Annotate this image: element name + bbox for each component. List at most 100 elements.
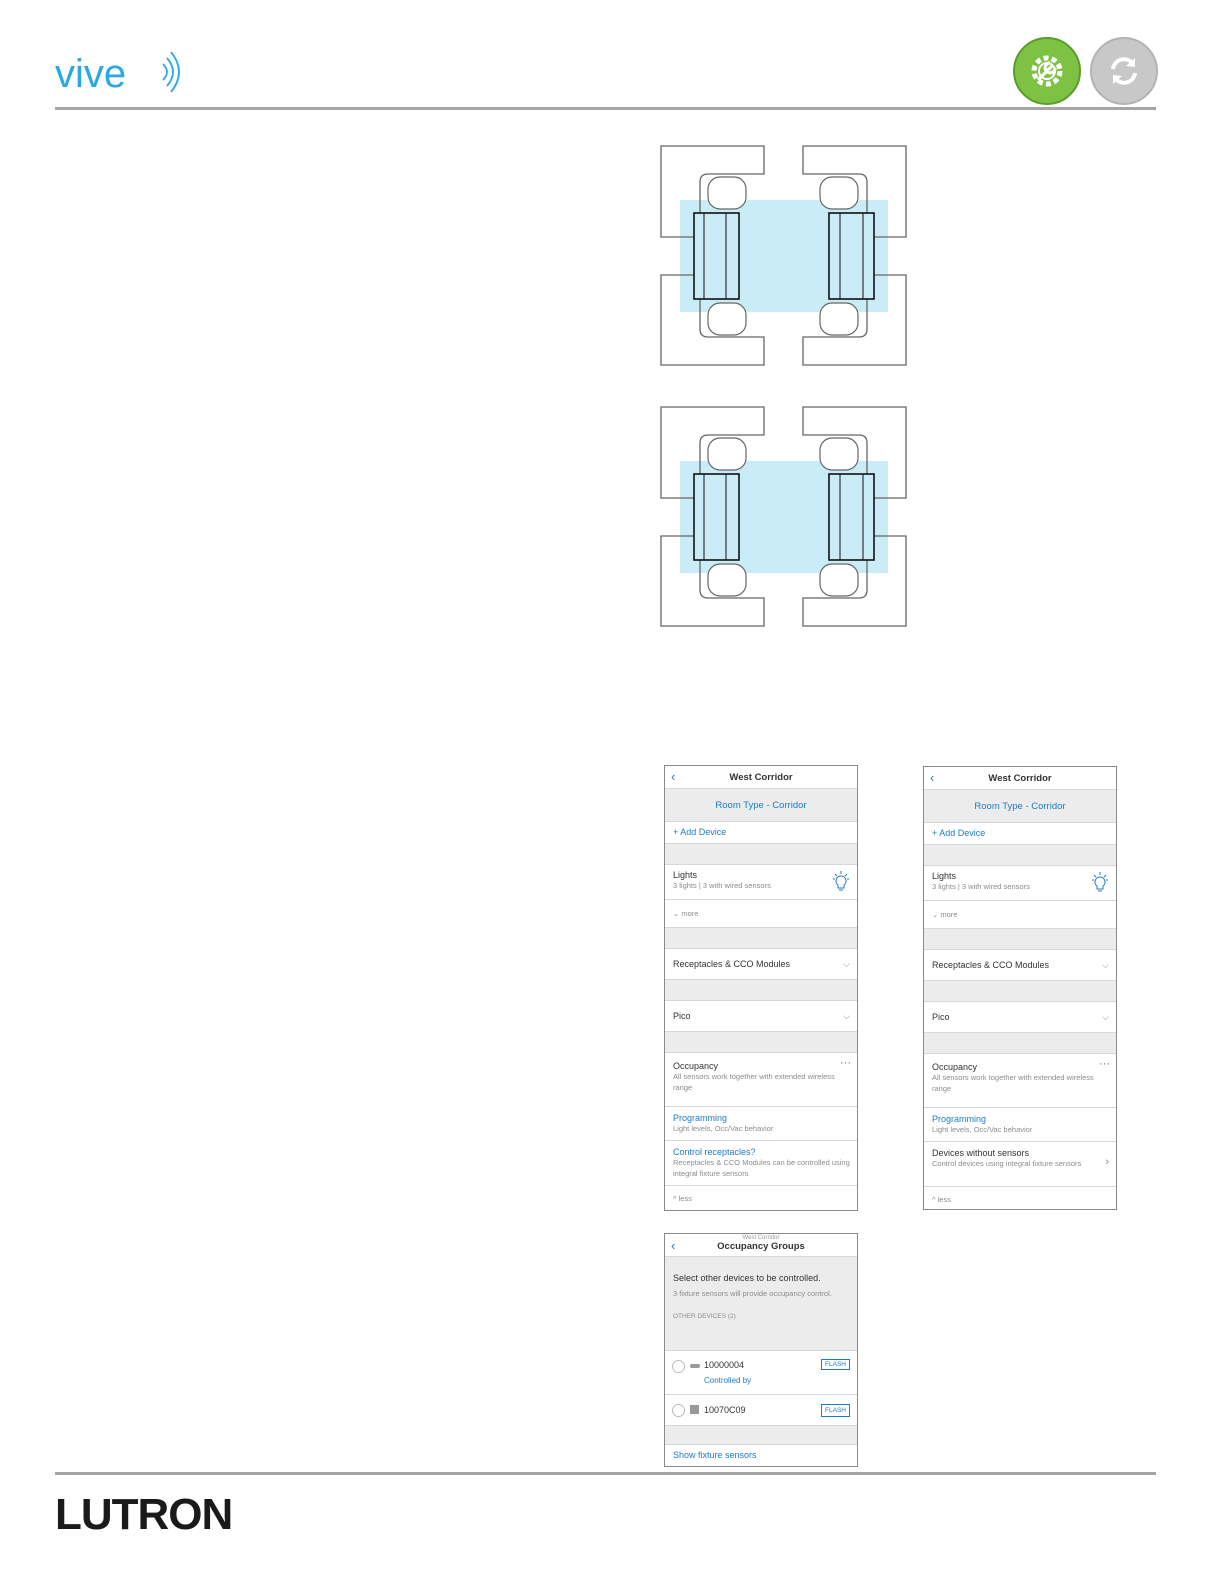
- screen-title: West Corridor: [988, 772, 1052, 784]
- screen-title: Occupancy Groups: [717, 1241, 805, 1252]
- occupancy-subtitle: All sensors work together with extended …: [932, 1073, 1094, 1093]
- more-options-icon[interactable]: ···: [840, 1057, 851, 1069]
- pico-label: Pico: [932, 1012, 950, 1022]
- vive-logo: vive: [55, 50, 195, 100]
- section-gap: [665, 1426, 857, 1445]
- chevron-up-icon: ^: [932, 1195, 938, 1204]
- less-toggle[interactable]: ^ less: [665, 1186, 857, 1210]
- programming-subtitle: Light levels, Occ/Vac behavior: [932, 1125, 1033, 1134]
- lights-subtitle: 3 lights | 3 with wired sensors: [932, 882, 1030, 891]
- receptacles-label: Receptacles & CCO Modules: [932, 960, 1050, 970]
- section-gap: [665, 980, 857, 1001]
- section-gap: [665, 1032, 857, 1053]
- occupancy-row[interactable]: Occupancy All sensors work together with…: [665, 1053, 857, 1107]
- chevron-down-icon: ⌵: [1102, 960, 1109, 970]
- occupancy-prompt-section: Select other devices to be controlled. 3…: [665, 1257, 857, 1351]
- devices-without-sensors-label: Devices without sensors: [932, 1148, 1030, 1158]
- section-gap: [924, 1033, 1116, 1054]
- occupancy-label: Occupancy: [932, 1062, 978, 1072]
- less-label: less: [678, 1194, 692, 1203]
- device-id: 10000004: [704, 1360, 745, 1370]
- chevron-up-icon: ^: [673, 1194, 679, 1203]
- pico-row[interactable]: Pico ⌵: [924, 1002, 1116, 1033]
- devices-without-sensors-subtitle: Control devices using integral fixture s…: [932, 1159, 1082, 1168]
- device-row[interactable]: 10070C09 FLASH: [665, 1395, 857, 1426]
- radio-button[interactable]: [672, 1404, 685, 1417]
- screen-title: West Corridor: [729, 771, 793, 783]
- add-device-button[interactable]: + Add Device: [665, 822, 857, 844]
- more-label: more: [940, 910, 958, 919]
- lights-row[interactable]: Lights 3 lights | 3 with wired sensors: [665, 865, 857, 900]
- control-receptacles-row[interactable]: Control receptacles? Receptacles & CCO M…: [665, 1141, 857, 1186]
- receptacles-label: Receptacles & CCO Modules: [673, 959, 791, 969]
- chevron-down-icon: ⌵: [843, 959, 850, 969]
- lights-label: Lights: [673, 870, 698, 880]
- prompt-subtitle: 3 fixture sensors will provide occupancy…: [673, 1289, 832, 1298]
- more-label: more: [681, 909, 699, 918]
- occupancy-subtitle: All sensors work together with extended …: [673, 1072, 835, 1092]
- lightbulb-icon: [833, 871, 849, 891]
- screen-header: ‹ West Corridor: [665, 766, 857, 789]
- section-gap: [924, 929, 1116, 950]
- lights-row[interactable]: Lights 3 lights | 3 with wired sensors: [924, 866, 1116, 901]
- chevron-down-icon: ⌄: [673, 909, 682, 918]
- flash-button[interactable]: FLASH: [821, 1404, 850, 1417]
- device-id: 10070C09: [704, 1405, 746, 1415]
- pico-row[interactable]: Pico ⌵: [665, 1001, 857, 1032]
- device-icon: [690, 1405, 699, 1414]
- more-toggle[interactable]: ⌄ more: [665, 900, 857, 928]
- lights-subtitle: 3 lights | 3 with wired sensors: [673, 881, 771, 890]
- lightbulb-icon: [1092, 872, 1108, 892]
- room-type-link[interactable]: Room Type - Corridor: [924, 790, 1116, 823]
- chevron-down-icon: ⌵: [1102, 1012, 1109, 1022]
- programming-row[interactable]: Programming Light levels, Occ/Vac behavi…: [665, 1107, 857, 1141]
- receptacles-row[interactable]: Receptacles & CCO Modules ⌵: [665, 949, 857, 980]
- section-gap: [665, 928, 857, 949]
- footer-rule: [55, 1472, 1156, 1475]
- more-toggle[interactable]: ⌄ more: [924, 901, 1116, 929]
- programming-subtitle: Light levels, Occ/Vac behavior: [673, 1124, 774, 1133]
- programming-row[interactable]: Programming Light levels, Occ/Vac behavi…: [924, 1108, 1116, 1142]
- screen-supertitle: West Corridor: [742, 1235, 780, 1241]
- programming-label: Programming: [932, 1114, 987, 1124]
- screen-header: ‹ West Corridor: [924, 767, 1116, 790]
- floorplan-diagram-1: [660, 145, 907, 366]
- flash-button[interactable]: FLASH: [821, 1359, 850, 1370]
- devices-without-sensors-row[interactable]: Devices without sensors Control devices …: [924, 1142, 1116, 1187]
- phone-screen-occupancy-groups: ‹ West Corridor Occupancy Groups Select …: [664, 1233, 858, 1467]
- phone-screen-room-1: ‹ West Corridor Room Type - Corridor + A…: [664, 765, 858, 1211]
- device-icon: [690, 1364, 700, 1368]
- control-receptacles-subtitle: Receptacles & CCO Modules can be control…: [673, 1158, 850, 1178]
- back-chevron-icon[interactable]: ‹: [671, 769, 676, 784]
- less-toggle[interactable]: ^ less: [924, 1187, 1116, 1209]
- header-rule: [55, 107, 1156, 110]
- prompt-text: Select other devices to be controlled.: [673, 1273, 821, 1283]
- show-fixture-sensors-link[interactable]: Show fixture sensors: [673, 1450, 757, 1460]
- radio-button[interactable]: [672, 1360, 685, 1373]
- sync-icon: [1111, 57, 1137, 85]
- receptacles-row[interactable]: Receptacles & CCO Modules ⌵: [924, 950, 1116, 981]
- occupancy-label: Occupancy: [673, 1061, 719, 1071]
- back-chevron-icon[interactable]: ‹: [930, 770, 935, 785]
- floorplan-diagram-2: [660, 406, 907, 627]
- vive-wordmark: vive: [55, 52, 126, 96]
- lights-label: Lights: [932, 871, 957, 881]
- chevron-down-icon: ⌄: [932, 910, 941, 919]
- occupancy-row[interactable]: Occupancy All sensors work together with…: [924, 1054, 1116, 1108]
- control-receptacles-label: Control receptacles?: [673, 1147, 756, 1157]
- device-row[interactable]: 10000004 Controlled by FLASH: [665, 1351, 857, 1395]
- settings-wrench-gear-icon[interactable]: [1013, 37, 1081, 105]
- section-gap: [665, 844, 857, 865]
- room-type-link[interactable]: Room Type - Corridor: [665, 789, 857, 822]
- controlled-by-link[interactable]: Controlled by: [704, 1376, 752, 1385]
- pico-label: Pico: [673, 1011, 691, 1021]
- chevron-right-icon: ›: [1105, 1156, 1109, 1168]
- more-options-icon[interactable]: ···: [1099, 1058, 1110, 1070]
- section-gap: [924, 981, 1116, 1002]
- add-device-button[interactable]: + Add Device: [924, 823, 1116, 845]
- back-chevron-icon[interactable]: ‹: [671, 1238, 676, 1253]
- chevron-down-icon: ⌵: [843, 1011, 850, 1021]
- section-label: OTHER DEVICES (2): [673, 1313, 736, 1320]
- sync-button[interactable]: [1090, 37, 1158, 105]
- lutron-logo: LUTRON: [55, 1490, 233, 1539]
